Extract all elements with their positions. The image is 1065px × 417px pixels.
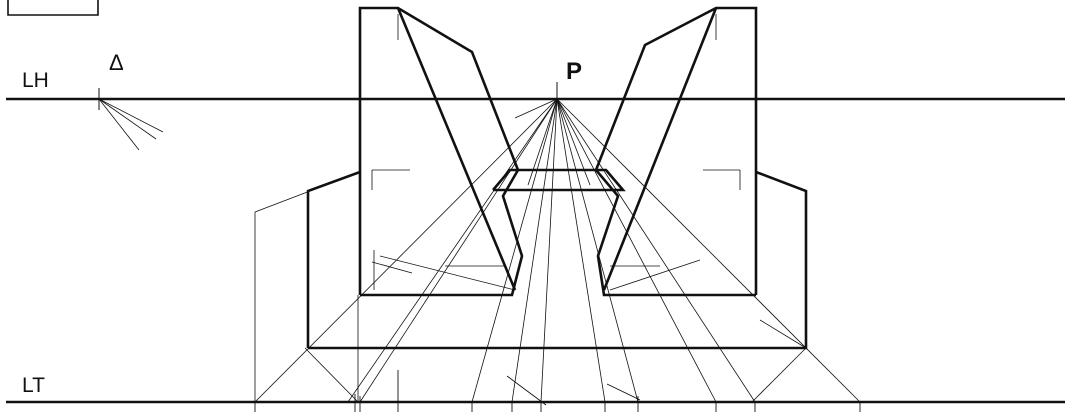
object-outlines: [306, 6, 808, 350]
corner-frame-box: [7, 0, 99, 16]
vanishing-point-label: P: [566, 58, 583, 85]
distance-point-label: Δ: [109, 50, 124, 75]
distance-point-rays: [98, 98, 164, 151]
measuring-lines: [254, 14, 807, 403]
horizon-line-label: LH: [22, 69, 49, 92]
ground-ticks: [254, 370, 861, 412]
ground-line-label: LT: [22, 374, 45, 397]
vanishing-lines: [254, 98, 861, 403]
